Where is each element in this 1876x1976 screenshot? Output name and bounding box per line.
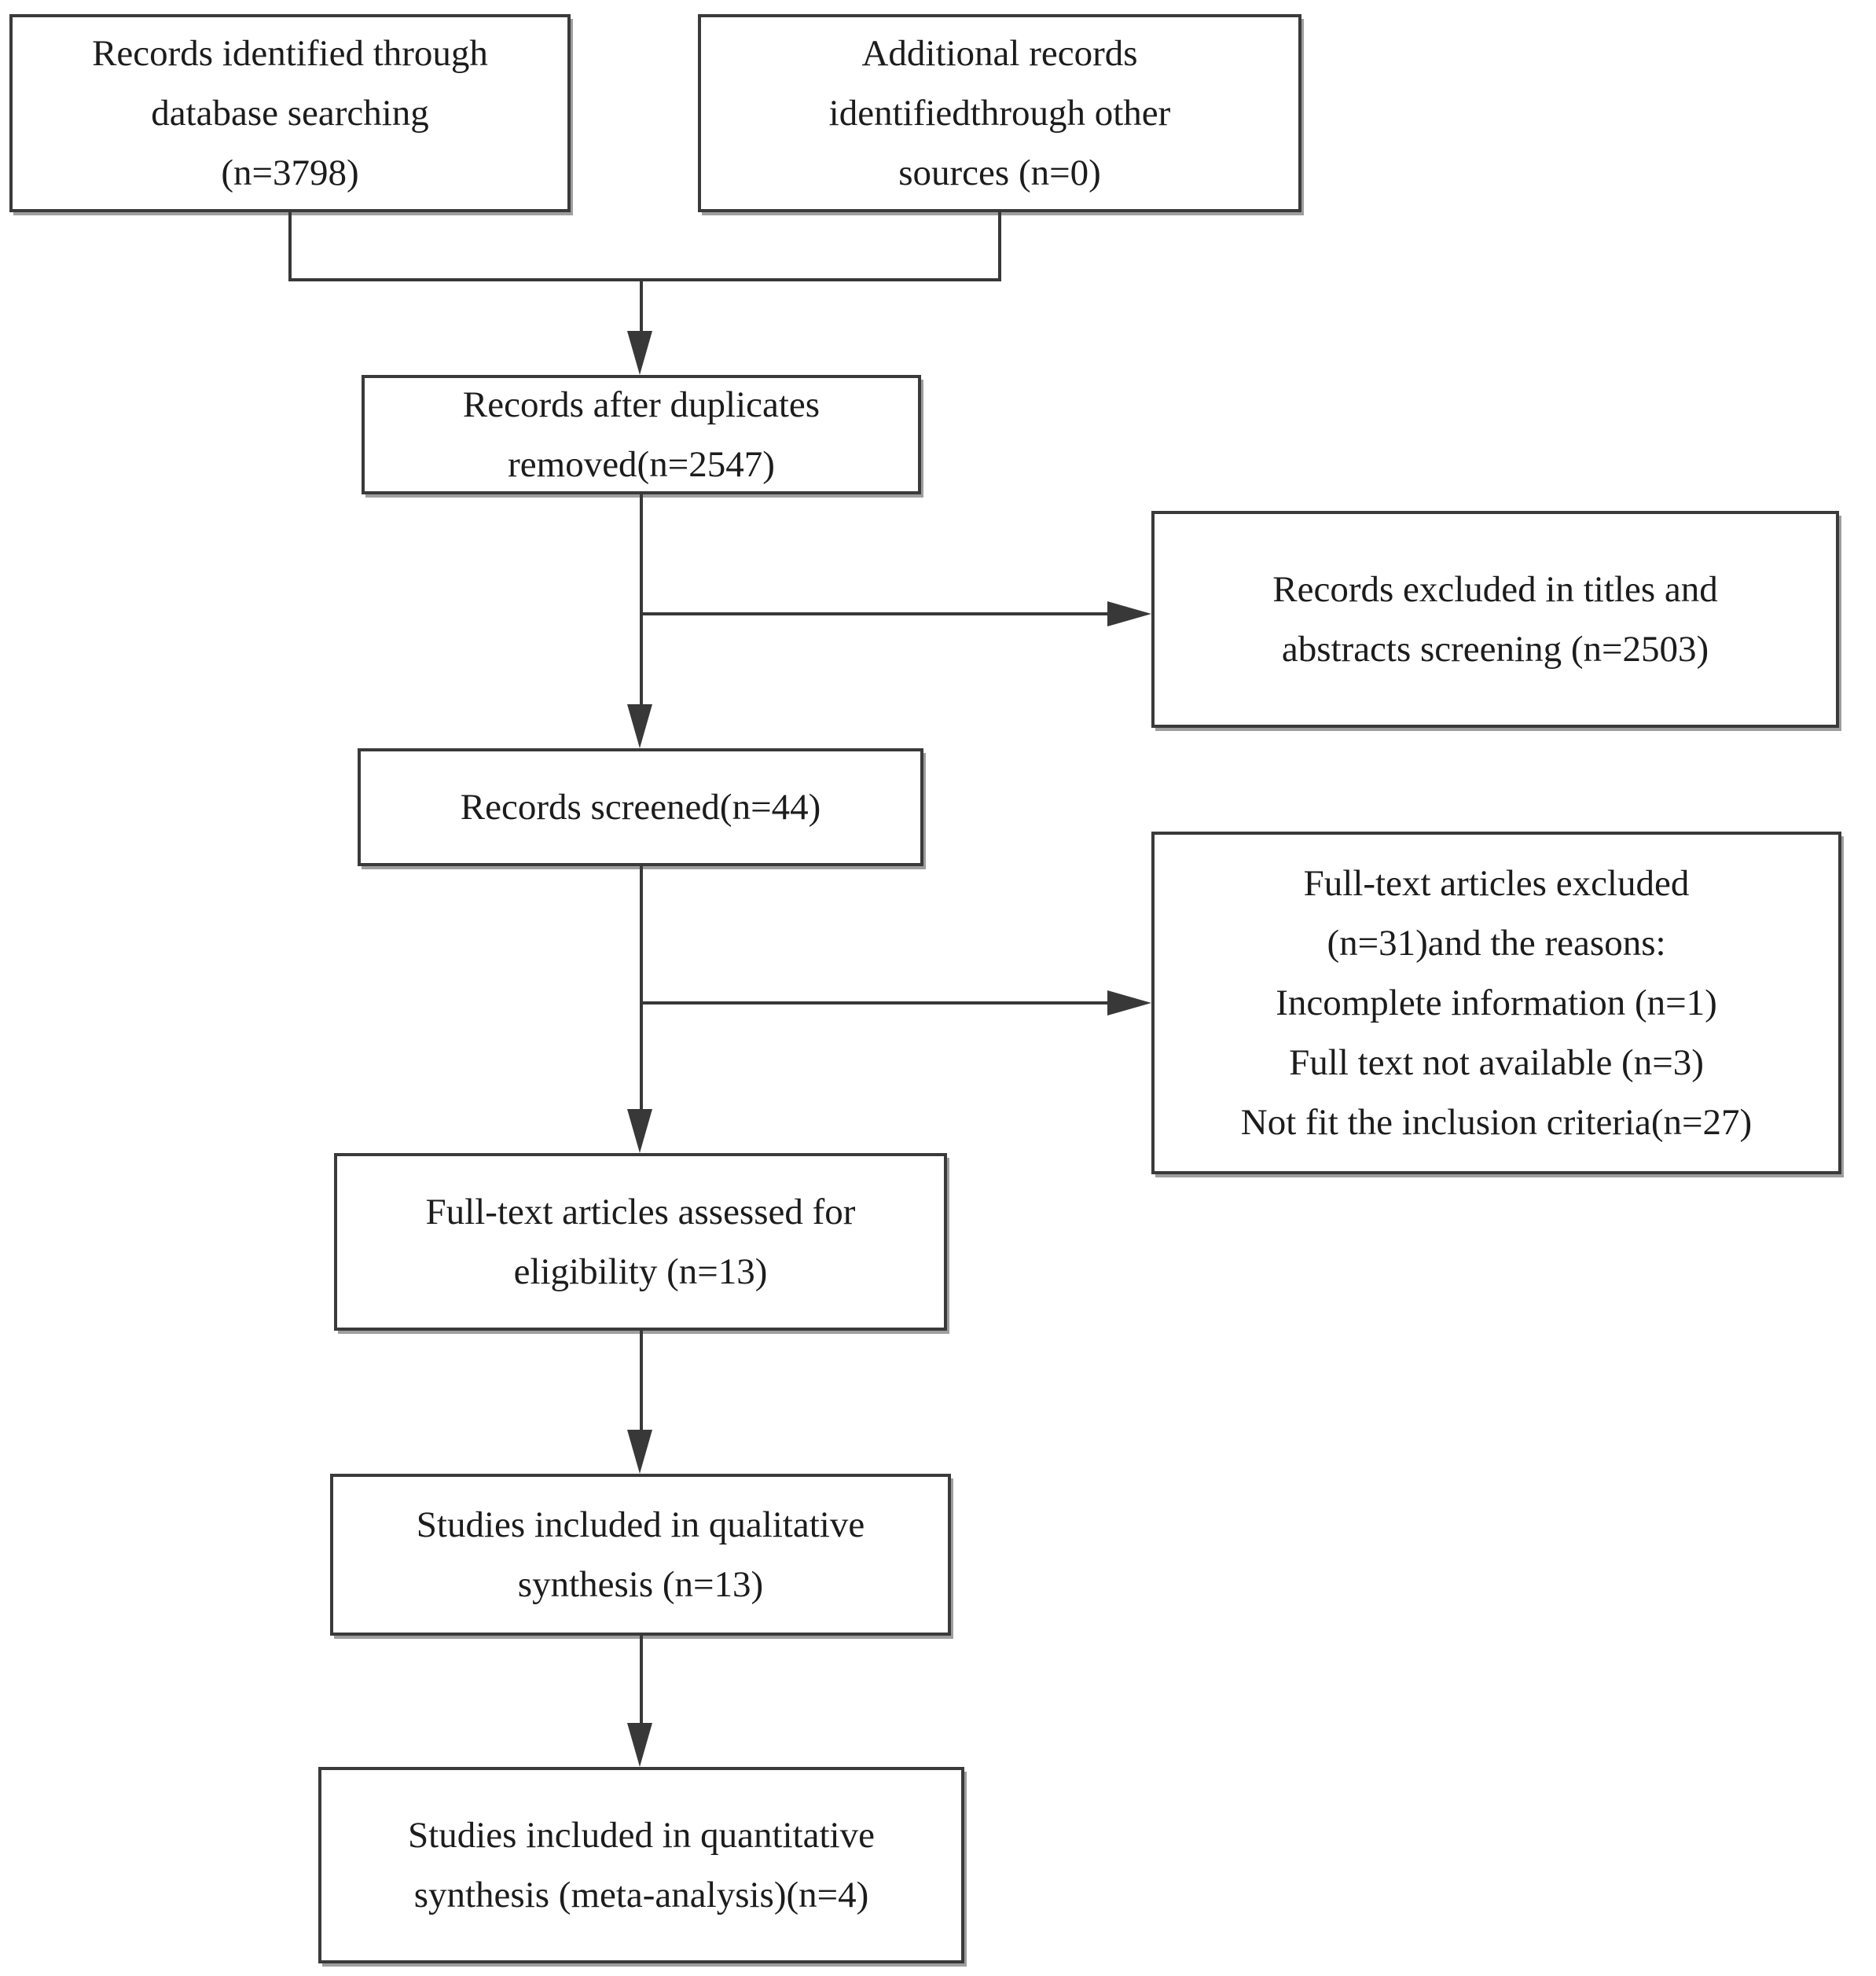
connector-branch-excluded-fulltext [640, 1001, 1109, 1005]
box-records-excluded-screening: Records excluded in titles and abstracts… [1151, 511, 1839, 728]
box-qualitative-synthesis: Studies included in qualitative synthesi… [330, 1474, 951, 1636]
arrowhead-down-duplicates [627, 331, 652, 375]
connector-other-to-merge [998, 211, 1001, 281]
connector-fulltext-to-qualitative [640, 1329, 643, 1433]
connector-branch-excluded-screening [640, 612, 1109, 615]
box-records-identified-database: Records identified through database sear… [9, 14, 571, 212]
box-quantitative-synthesis: Studies included in quantitative synthes… [318, 1767, 964, 1963]
box-fulltext-excluded: Full-text articles excluded (n=31)and th… [1151, 832, 1841, 1174]
connector-database-to-merge [288, 211, 292, 281]
box-text-line: synthesis (n=13) [517, 1564, 764, 1605]
arrowhead-right-excluded-screening [1107, 601, 1151, 626]
arrowhead-down-quantitative [627, 1723, 652, 1767]
box-text-line: Not fit the inclusion criteria(n=27) [1240, 1102, 1753, 1144]
box-text-line: identifiedthrough other [828, 92, 1171, 134]
box-records-screened: Records screened(n=44) [358, 748, 923, 866]
box-text-line: Full text not available (n=3) [1289, 1042, 1704, 1084]
box-text-line: Studies included in quantitative [408, 1814, 875, 1856]
box-text-line: removed(n=2547) [508, 444, 775, 485]
arrowhead-right-excluded-fulltext [1107, 990, 1151, 1016]
connector-qualitative-to-quantitative [640, 1634, 643, 1726]
connector-merge-to-duplicates [640, 278, 643, 333]
box-text-line: (n=31)and the reasons: [1327, 922, 1666, 964]
box-text-line: Records screened(n=44) [460, 786, 821, 828]
connector-merge-horizontal [288, 278, 1001, 281]
box-text-line: database searching [151, 92, 429, 134]
box-text-line: Records after duplicates [462, 384, 821, 425]
box-text-line: (n=3798) [221, 152, 359, 194]
box-text-line: abstracts screening (n=2503) [1281, 629, 1709, 670]
box-text-line: synthesis (meta-analysis)(n=4) [413, 1875, 869, 1915]
box-duplicates-removed: Records after duplicates removed(n=2547) [362, 375, 921, 494]
box-text-line: Additional records [861, 32, 1138, 74]
arrowhead-down-fulltext [627, 1109, 652, 1153]
connector-duplicates-to-screened [640, 493, 643, 707]
box-text-line: Full-text articles assessed for [425, 1191, 856, 1232]
box-text-line: Incomplete information (n=1) [1276, 982, 1717, 1023]
arrowhead-down-qualitative [627, 1430, 652, 1474]
box-text-line: Studies included in qualitative [416, 1504, 865, 1545]
box-additional-records-other-sources: Additional records identifiedthrough oth… [698, 14, 1301, 212]
box-text-line: sources (n=0) [898, 152, 1101, 194]
box-text-line: Full-text articles excluded [1303, 862, 1690, 904]
box-text-line: Records identified through [92, 32, 488, 74]
box-text-line: Records excluded in titles and [1272, 568, 1718, 610]
arrowhead-down-screened [627, 704, 652, 748]
box-text-line: eligibility (n=13) [513, 1251, 768, 1292]
box-fulltext-assessed: Full-text articles assessed for eligibil… [334, 1153, 947, 1331]
connector-screened-to-fulltext [640, 865, 643, 1111]
